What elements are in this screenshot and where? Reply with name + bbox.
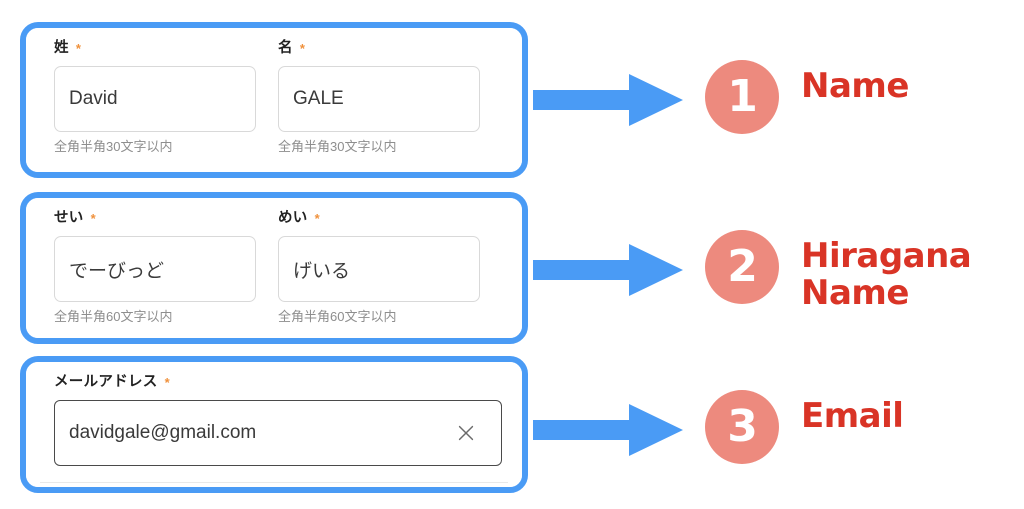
required-asterisk-icon: *	[299, 41, 306, 56]
field-first-name: 名 * GALE 全角半角30文字以内	[278, 38, 480, 155]
arrow-to-step-1	[533, 74, 683, 126]
close-x-icon[interactable]	[455, 422, 477, 444]
field-hint-last-name-kana: 全角半角60文字以内	[54, 309, 173, 324]
input-value-last-name: David	[69, 88, 118, 109]
field-hint-first-name-kana: 全角半角60文字以内	[278, 309, 397, 324]
annotation-step-1: 1 Name	[705, 60, 909, 134]
required-asterisk-icon: *	[314, 211, 320, 226]
input-value-last-name-kana: でーびっど	[69, 260, 165, 282]
field-label-email: メールアドレス *	[54, 372, 502, 392]
field-hint-last-name: 全角半角30文字以内	[54, 139, 173, 154]
arrow-to-step-2	[533, 244, 683, 296]
required-asterisk-icon: *	[75, 41, 82, 56]
step-caption-2: Hiragana Name	[801, 236, 972, 313]
input-value-email: davidgale@gmail.com	[69, 422, 257, 443]
step-number-badge: 2	[705, 230, 779, 304]
field-label-last-name-kana: せい *	[54, 208, 256, 228]
step-caption-line: Hiragana	[801, 236, 972, 276]
highlight-box-kana-name: せい * でーびっど 全角半角60文字以内 めい * げいる 全角半角60文字以…	[20, 192, 528, 344]
highlight-box-name: 姓 * David 全角半角30文字以内 名 * GALE 全角半角30文字以内	[20, 22, 528, 178]
step-number-badge: 3	[705, 390, 779, 464]
field-row-name: 姓 * David 全角半角30文字以内 名 * GALE 全角半角30文字以内	[54, 38, 502, 155]
form-card-kana-name: せい * でーびっど 全角半角60文字以内 めい * げいる 全角半角60文字以…	[26, 198, 522, 338]
highlight-box-email: メールアドレス * davidgale@gmail.com	[20, 356, 528, 493]
input-email[interactable]: davidgale@gmail.com	[54, 400, 502, 466]
field-label-text: 名	[278, 40, 293, 56]
required-asterisk-icon: *	[90, 211, 96, 226]
form-card-email: メールアドレス * davidgale@gmail.com	[26, 362, 522, 487]
field-label-text: せい	[54, 210, 84, 226]
field-label-first-name: 名 *	[278, 38, 480, 58]
step-caption-line: Name	[801, 66, 909, 106]
step-caption-3: Email	[801, 396, 904, 436]
step-caption-line: Email	[801, 396, 904, 436]
form-card-name: 姓 * David 全角半角30文字以内 名 * GALE 全角半角30文字以内	[26, 28, 522, 172]
field-label-text: メールアドレス	[54, 374, 158, 390]
input-last-name[interactable]: David	[54, 66, 256, 132]
field-email: メールアドレス * davidgale@gmail.com	[54, 372, 502, 466]
field-label-text: めい	[278, 210, 308, 226]
step-caption-1: Name	[801, 68, 909, 105]
field-label-last-name: 姓 *	[54, 38, 256, 58]
field-row-email: メールアドレス * davidgale@gmail.com	[54, 372, 502, 466]
field-label-first-name-kana: めい *	[278, 208, 480, 228]
input-first-name-kana[interactable]: げいる	[278, 236, 480, 302]
field-hint-first-name: 全角半角30文字以内	[278, 139, 397, 154]
input-first-name[interactable]: GALE	[278, 66, 480, 132]
annotation-step-2: 2 Hiragana Name	[705, 230, 972, 313]
step-caption-line: Name	[801, 272, 909, 313]
annotation-step-3: 3 Email	[705, 390, 904, 464]
field-last-name: 姓 * David 全角半角30文字以内	[54, 38, 256, 155]
input-value-first-name: GALE	[293, 88, 344, 109]
field-last-name-kana: せい * でーびっど 全角半角60文字以内	[54, 208, 256, 325]
step-number-badge: 1	[705, 60, 779, 134]
field-first-name-kana: めい * げいる 全角半角60文字以内	[278, 208, 480, 325]
field-row-kana-name: せい * でーびっど 全角半角60文字以内 めい * げいる 全角半角60文字以…	[54, 208, 502, 325]
input-value-first-name-kana: げいる	[293, 260, 351, 282]
field-label-text: 姓	[54, 40, 69, 56]
required-asterisk-icon: *	[164, 375, 170, 390]
arrow-to-step-3	[533, 404, 683, 456]
card-divider	[40, 482, 508, 483]
input-last-name-kana[interactable]: でーびっど	[54, 236, 256, 302]
